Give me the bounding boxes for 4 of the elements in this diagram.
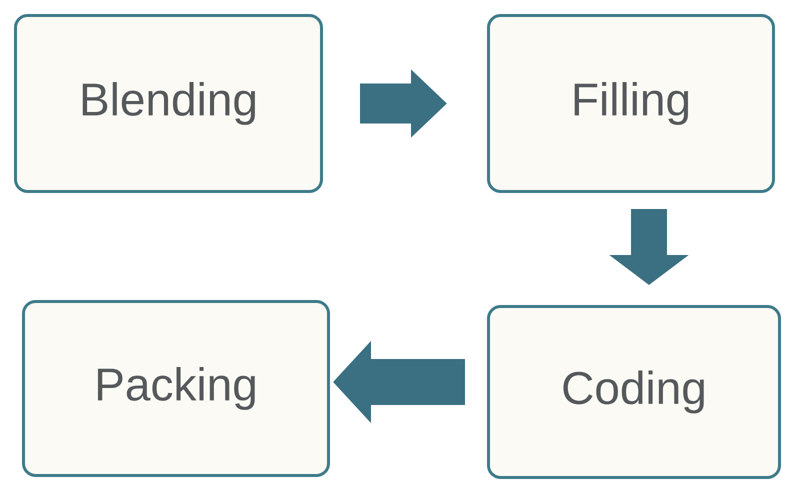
process-box: Filling [487,14,775,193]
process-box: Packing [22,300,330,477]
process-box: Coding [487,304,781,479]
process-box: Blending [14,14,323,193]
